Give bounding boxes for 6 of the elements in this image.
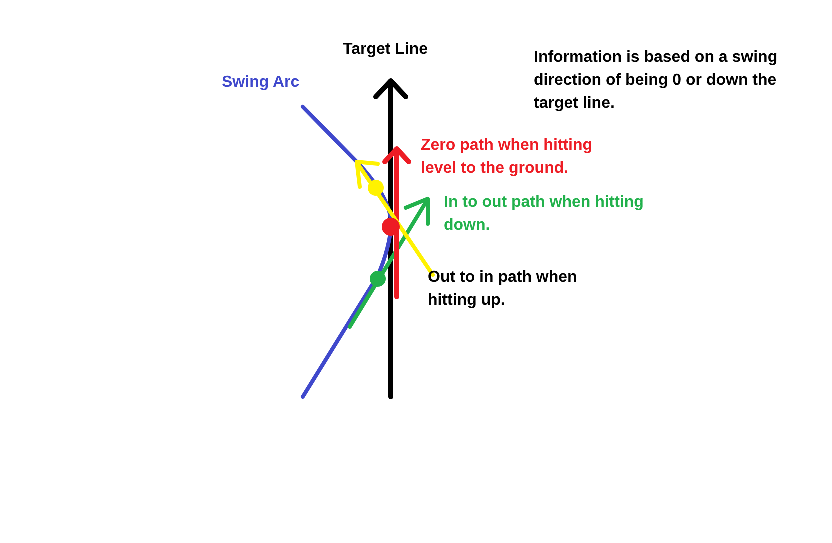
note-text: Information is based on a swing direction of being 0 or down the target line. [534, 48, 779, 114]
path-label: Out to in path when hitting up. [428, 268, 578, 311]
path-label: Zero path when hitting level to the ground. [421, 136, 594, 179]
target-line-label: Target Line [343, 40, 428, 60]
swing-arc-label: Swing Arc [222, 73, 300, 93]
path-label: In to out path when hitting down. [444, 193, 645, 236]
